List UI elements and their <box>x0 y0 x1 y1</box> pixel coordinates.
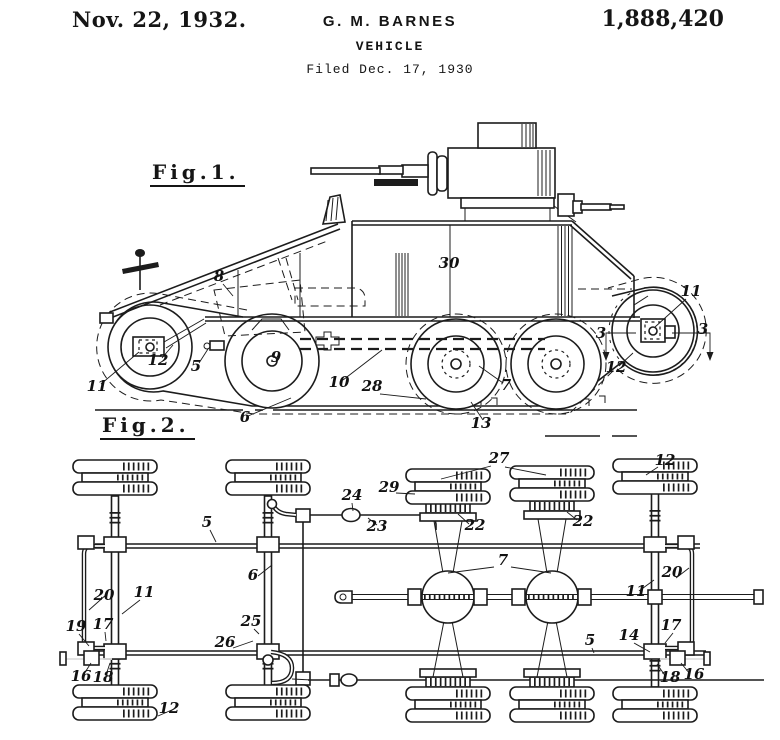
fig2-leader-lines <box>78 465 691 717</box>
callout-22: 22 <box>464 516 486 534</box>
callout-6: 6 <box>240 408 251 426</box>
callout-7: 7 <box>501 376 512 394</box>
callout-3: 3 <box>698 320 708 338</box>
filed-line: Filed Dec. 17, 1930 <box>306 62 474 77</box>
patent-date: Nov. 22, 1932. <box>72 7 247 32</box>
callout-12: 12 <box>655 451 676 469</box>
callout-26: 26 <box>214 633 236 651</box>
road-wheel-front <box>203 313 320 409</box>
callout-11: 11 <box>626 582 647 600</box>
callout-20: 20 <box>93 586 115 604</box>
callout-28: 28 <box>361 377 383 395</box>
patent-drawing-canvas: 8 11 12 5 9 6 10 28 13 7 30 11 3 3 12 <box>59 122 764 740</box>
callout-18: 18 <box>93 668 114 686</box>
fig2-drawing: 27 29 24 23 22 22 12 5 6 20 11 19 17 16 … <box>59 449 764 722</box>
callout-20: 20 <box>661 563 683 581</box>
bogie-assemblies <box>334 500 764 688</box>
patent-title: VEHICLE <box>355 39 425 54</box>
main-gun <box>310 151 448 196</box>
callout-16: 16 <box>71 667 92 685</box>
side-rails <box>95 543 706 656</box>
fig2-callouts: 27 29 24 23 22 22 12 5 6 20 11 19 17 16 … <box>66 449 705 717</box>
right-torsion-pipe <box>660 535 711 666</box>
inventor-name: G. M. BARNES <box>322 13 458 30</box>
fig2-wheels <box>73 459 697 722</box>
turret <box>447 122 577 223</box>
callout-19: 19 <box>66 617 87 635</box>
section-line-3-3 <box>602 332 714 361</box>
callout-9: 9 <box>271 348 282 366</box>
callout-12: 12 <box>148 351 169 369</box>
callout-5: 5 <box>585 631 595 649</box>
callout-12: 12 <box>159 699 180 717</box>
road-wheel-rear <box>505 313 607 415</box>
callout-13: 13 <box>471 414 492 432</box>
fig1-label: Fig.1. <box>150 160 245 187</box>
rear-machine-gun <box>557 193 625 217</box>
fig1-leader-lines <box>100 283 687 421</box>
callout-17: 17 <box>661 616 682 634</box>
callout-10: 10 <box>329 373 350 391</box>
callout-12: 12 <box>606 358 627 376</box>
callout-18: 18 <box>660 668 681 686</box>
callout-11: 11 <box>681 282 702 300</box>
callout-29: 29 <box>378 478 400 496</box>
cupola <box>477 122 537 149</box>
hull <box>99 194 640 351</box>
callout-30: 30 <box>439 254 460 272</box>
callout-3: 3 <box>596 324 606 342</box>
callout-8: 8 <box>214 267 225 285</box>
patent-number: 1,888,420 <box>601 6 724 32</box>
left-torsion-pipe <box>59 535 112 666</box>
callout-5: 5 <box>191 357 201 375</box>
callout-7: 7 <box>498 551 509 569</box>
callout-16: 16 <box>684 665 705 683</box>
tie-rod <box>334 588 764 606</box>
callout-14: 14 <box>619 626 640 644</box>
callout-24: 24 <box>341 486 363 504</box>
callout-23: 23 <box>366 517 388 535</box>
callout-6: 6 <box>248 566 259 584</box>
front-idler-wheel <box>107 304 207 390</box>
fig1-drawing: 8 11 12 5 9 6 10 28 13 7 30 11 3 3 12 <box>87 122 714 437</box>
callout-22: 22 <box>572 512 594 530</box>
callout-27: 27 <box>488 449 510 467</box>
callout-25: 25 <box>240 612 262 630</box>
fig2-label: Fig.2. <box>100 413 195 440</box>
center-piping <box>262 498 764 687</box>
callout-11: 11 <box>87 377 108 395</box>
callout-17: 17 <box>93 615 114 633</box>
callout-5: 5 <box>202 513 212 531</box>
callout-11: 11 <box>134 583 155 601</box>
fig1-callouts: 8 11 12 5 9 6 10 28 13 7 30 11 3 3 12 <box>87 254 709 432</box>
road-wheel-middle <box>405 313 507 415</box>
